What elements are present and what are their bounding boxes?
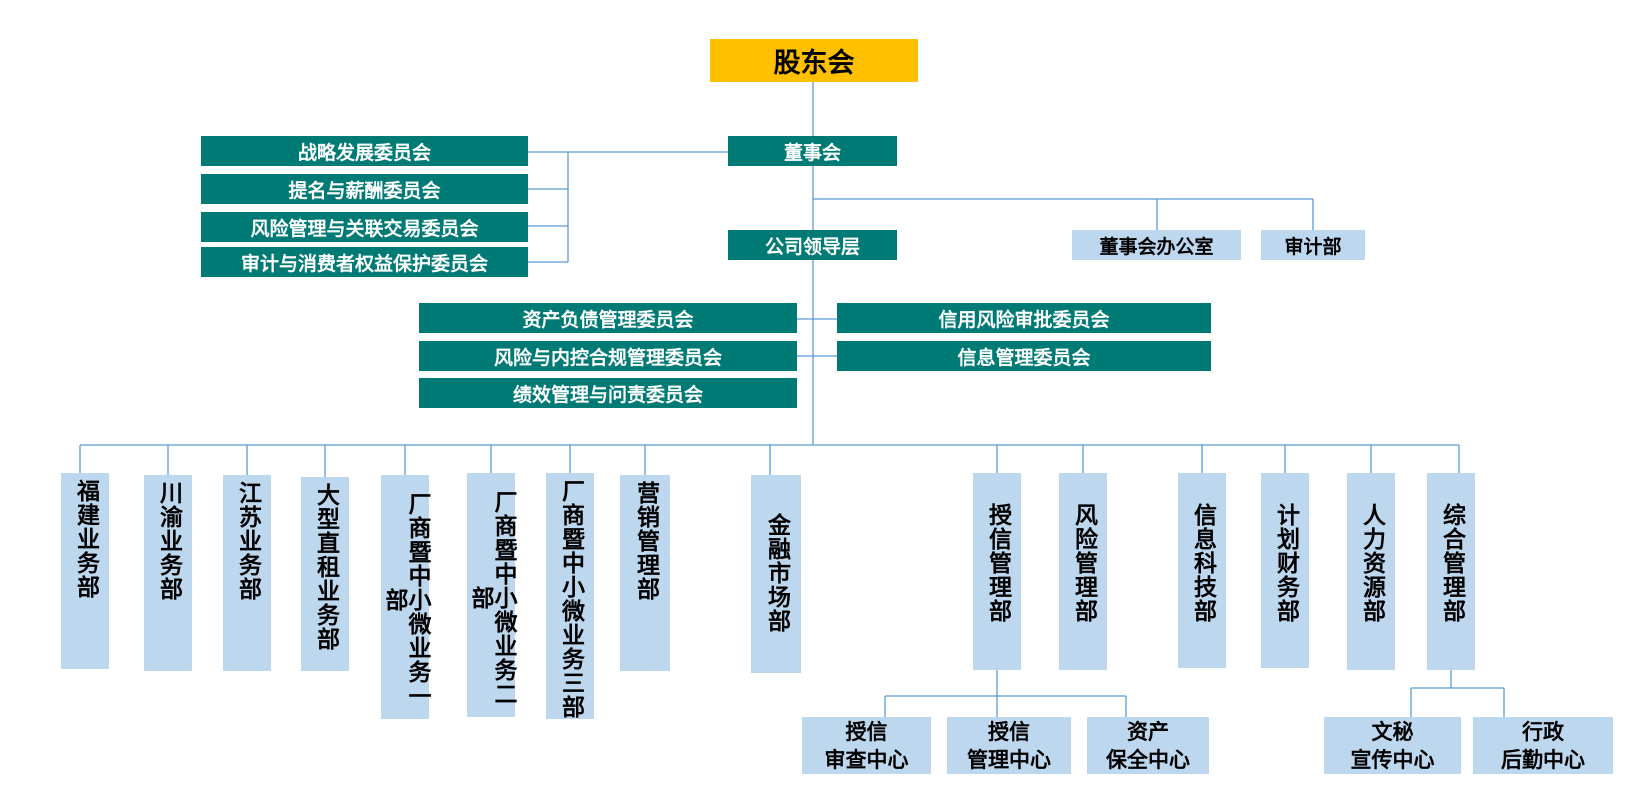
- center-line2: 审查中心: [824, 747, 909, 772]
- board-box: 董事会: [728, 136, 897, 166]
- dept-label: 信息科技部: [1189, 503, 1216, 623]
- mgmt-committee-credit-approval: 信用风险审批委员会: [837, 303, 1211, 333]
- dept-credit-mgmt: 授信管理部: [973, 473, 1021, 670]
- dept-general-admin: 综合管理部: [1427, 473, 1475, 670]
- dept-financial-markets: 金融市场部: [751, 475, 801, 673]
- board-committee-nomination: 提名与薪酬委员会: [201, 174, 528, 204]
- dept-label: 大型直租业务部: [312, 483, 339, 651]
- mgmt-committee-information: 信息管理委员会: [837, 341, 1211, 371]
- center-asset-preservation: 资产 保全中心: [1087, 717, 1209, 774]
- center-line1: 行政: [1522, 719, 1564, 744]
- center-secretarial: 文秘 宣传中心: [1324, 717, 1461, 774]
- center-line1: 授信: [845, 719, 888, 744]
- dept-label: 金融市场部: [763, 513, 790, 633]
- board-office-box: 董事会办公室: [1072, 230, 1241, 260]
- dept-label: 风险管理部: [1070, 503, 1097, 623]
- dept-vendor-2: 厂商暨中小微业务二部: [467, 473, 516, 717]
- dept-vendor-1: 厂商暨中小微业务一部: [381, 475, 430, 719]
- center-line2: 宣传中心: [1350, 747, 1435, 772]
- mgmt-committee-risk-compliance: 风险与内控合规管理委员会: [419, 341, 797, 371]
- board-committee-audit: 审计与消费者权益保护委员会: [201, 247, 528, 277]
- dept-label: 授信管理部: [984, 503, 1011, 623]
- dept-label: 人力资源部: [1358, 503, 1385, 623]
- center-line2: 后勤中心: [1501, 747, 1585, 772]
- center-line2: 管理中心: [967, 747, 1051, 772]
- dept-label: 江苏业务部: [234, 481, 261, 601]
- shareholders-box: 股东会: [710, 39, 918, 82]
- audit-dept-box: 审计部: [1261, 230, 1365, 260]
- dept-label: 厂商暨中小微业务三部: [557, 479, 584, 719]
- mgmt-committee-performance: 绩效管理与问责委员会: [419, 378, 797, 408]
- dept-chuanyu: 川渝业务部: [144, 475, 192, 671]
- dept-risk-mgmt: 风险管理部: [1059, 473, 1107, 670]
- center-credit-mgmt: 授信 管理中心: [947, 717, 1071, 774]
- dept-finance: 计划财务部: [1261, 473, 1309, 668]
- dept-hr: 人力资源部: [1347, 473, 1395, 670]
- dept-label: 计划财务部: [1272, 503, 1299, 623]
- board-committee-risk: 风险管理与关联交易委员会: [201, 212, 528, 242]
- board-committee-strategy: 战略发展委员会: [201, 136, 528, 166]
- dept-label: 福建业务部: [72, 479, 99, 599]
- dept-jiangsu: 江苏业务部: [223, 475, 271, 671]
- center-line1: 资产: [1127, 719, 1169, 744]
- dept-vendor-3: 厂商暨中小微业务三部: [546, 473, 594, 719]
- dept-label: 厂商暨中小微业务二部: [467, 490, 516, 706]
- dept-label: 厂商暨中小微业务一部: [381, 492, 430, 708]
- mgmt-committee-alm: 资产负债管理委员会: [419, 303, 797, 333]
- dept-marketing: 营销管理部: [620, 475, 670, 671]
- center-line1: 文秘: [1371, 719, 1414, 744]
- center-credit-review: 授信 审查中心: [802, 717, 931, 774]
- dept-label: 营销管理部: [632, 481, 659, 601]
- center-logistics: 行政 后勤中心: [1473, 717, 1613, 774]
- center-line2: 保全中心: [1106, 747, 1190, 772]
- center-line1: 授信: [988, 719, 1030, 744]
- dept-label: 川渝业务部: [155, 481, 182, 601]
- dept-direct-lease: 大型直租业务部: [301, 477, 349, 671]
- dept-label: 综合管理部: [1438, 503, 1465, 623]
- leadership-box: 公司领导层: [728, 230, 897, 260]
- dept-it: 信息科技部: [1178, 473, 1226, 668]
- dept-fujian: 福建业务部: [61, 473, 109, 669]
